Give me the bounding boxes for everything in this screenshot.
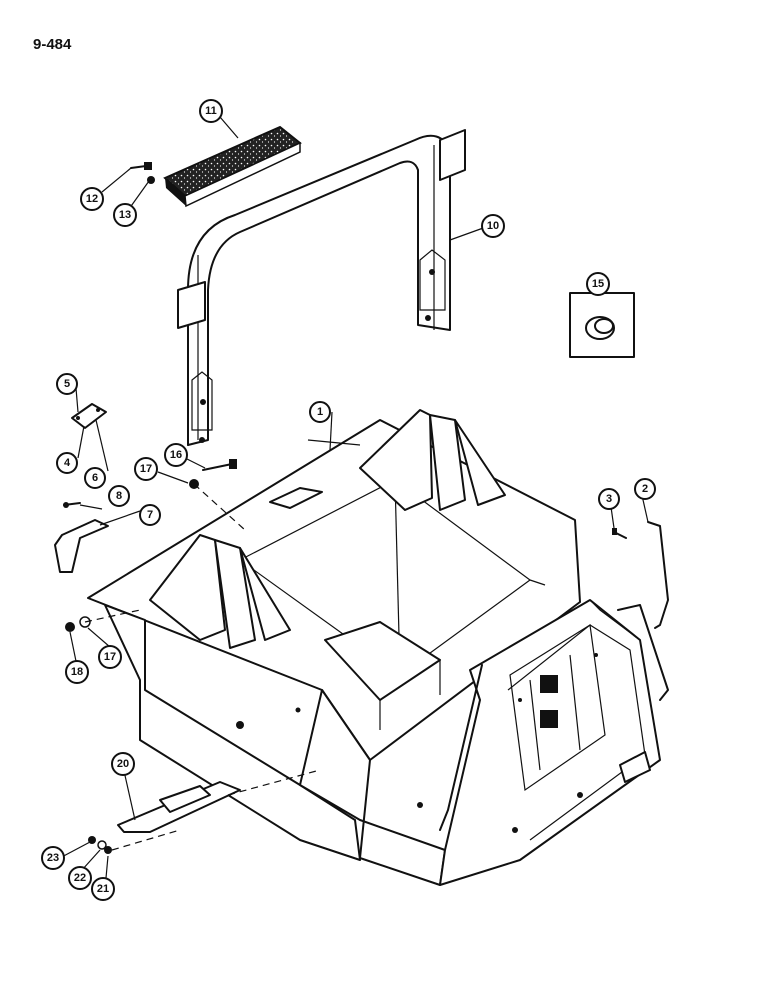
part-7-bracket <box>54 519 109 573</box>
svg-text:15: 15 <box>592 278 604 290</box>
svg-text:8: 8 <box>116 490 122 502</box>
callout-16: 16 <box>164 443 188 467</box>
svg-text:11: 11 <box>205 105 217 117</box>
part-3-screw <box>612 528 627 539</box>
callout-13: 13 <box>113 203 137 227</box>
svg-text:22: 22 <box>74 872 86 884</box>
callout-8: 8 <box>108 485 130 507</box>
callout-1: 1 <box>309 401 331 423</box>
part-11-grip-pad <box>163 125 302 208</box>
parts-21-22-23-hardware <box>88 836 112 854</box>
callout-17-lower: 17 <box>98 645 122 669</box>
svg-text:4: 4 <box>64 457 71 469</box>
svg-text:17: 17 <box>140 463 152 475</box>
svg-text:21: 21 <box>97 883 109 895</box>
svg-text:17: 17 <box>104 651 116 663</box>
callout-6: 6 <box>84 467 106 489</box>
svg-text:1: 1 <box>317 406 323 418</box>
callout-5: 5 <box>56 373 78 395</box>
callout-21: 21 <box>91 877 115 901</box>
callout-12: 12 <box>80 187 104 211</box>
svg-text:23: 23 <box>47 852 59 864</box>
svg-text:5: 5 <box>64 378 70 390</box>
part-12-bolt <box>130 162 152 170</box>
callout-22: 22 <box>68 866 92 890</box>
page-number-label: 9-484 <box>33 36 72 53</box>
callout-23: 23 <box>41 846 65 870</box>
part-2-rod <box>647 521 669 629</box>
part-4-plate <box>71 403 107 429</box>
callout-leaders <box>57 116 649 879</box>
svg-text:12: 12 <box>86 193 98 205</box>
part-15-plug-inset <box>569 292 635 358</box>
svg-text:20: 20 <box>117 758 129 770</box>
callout-3: 3 <box>598 488 620 510</box>
callout-7: 7 <box>139 504 161 526</box>
part-20-step-bracket <box>117 781 241 833</box>
svg-text:6: 6 <box>92 472 98 484</box>
svg-text:10: 10 <box>487 220 499 232</box>
part-18-17-nuts <box>65 616 91 632</box>
callout-11: 11 <box>199 99 223 123</box>
svg-text:3: 3 <box>606 493 612 505</box>
callout-4: 4 <box>56 452 78 474</box>
svg-text:13: 13 <box>119 209 131 221</box>
callout-2: 2 <box>634 478 656 500</box>
svg-text:7: 7 <box>147 509 153 521</box>
svg-text:2: 2 <box>642 483 648 495</box>
callout-10: 10 <box>481 214 505 238</box>
callout-18: 18 <box>65 660 89 684</box>
svg-text:16: 16 <box>170 449 182 461</box>
callout-20: 20 <box>111 752 135 776</box>
svg-text:18: 18 <box>71 666 83 678</box>
part-1-platform-frame <box>87 409 669 886</box>
part-10-handle-bar <box>177 129 466 446</box>
assembly-guide-lines <box>84 483 321 851</box>
part-8-screw <box>63 502 81 508</box>
callout-15: 15 <box>586 272 610 296</box>
callout-17-upper: 17 <box>134 457 158 481</box>
